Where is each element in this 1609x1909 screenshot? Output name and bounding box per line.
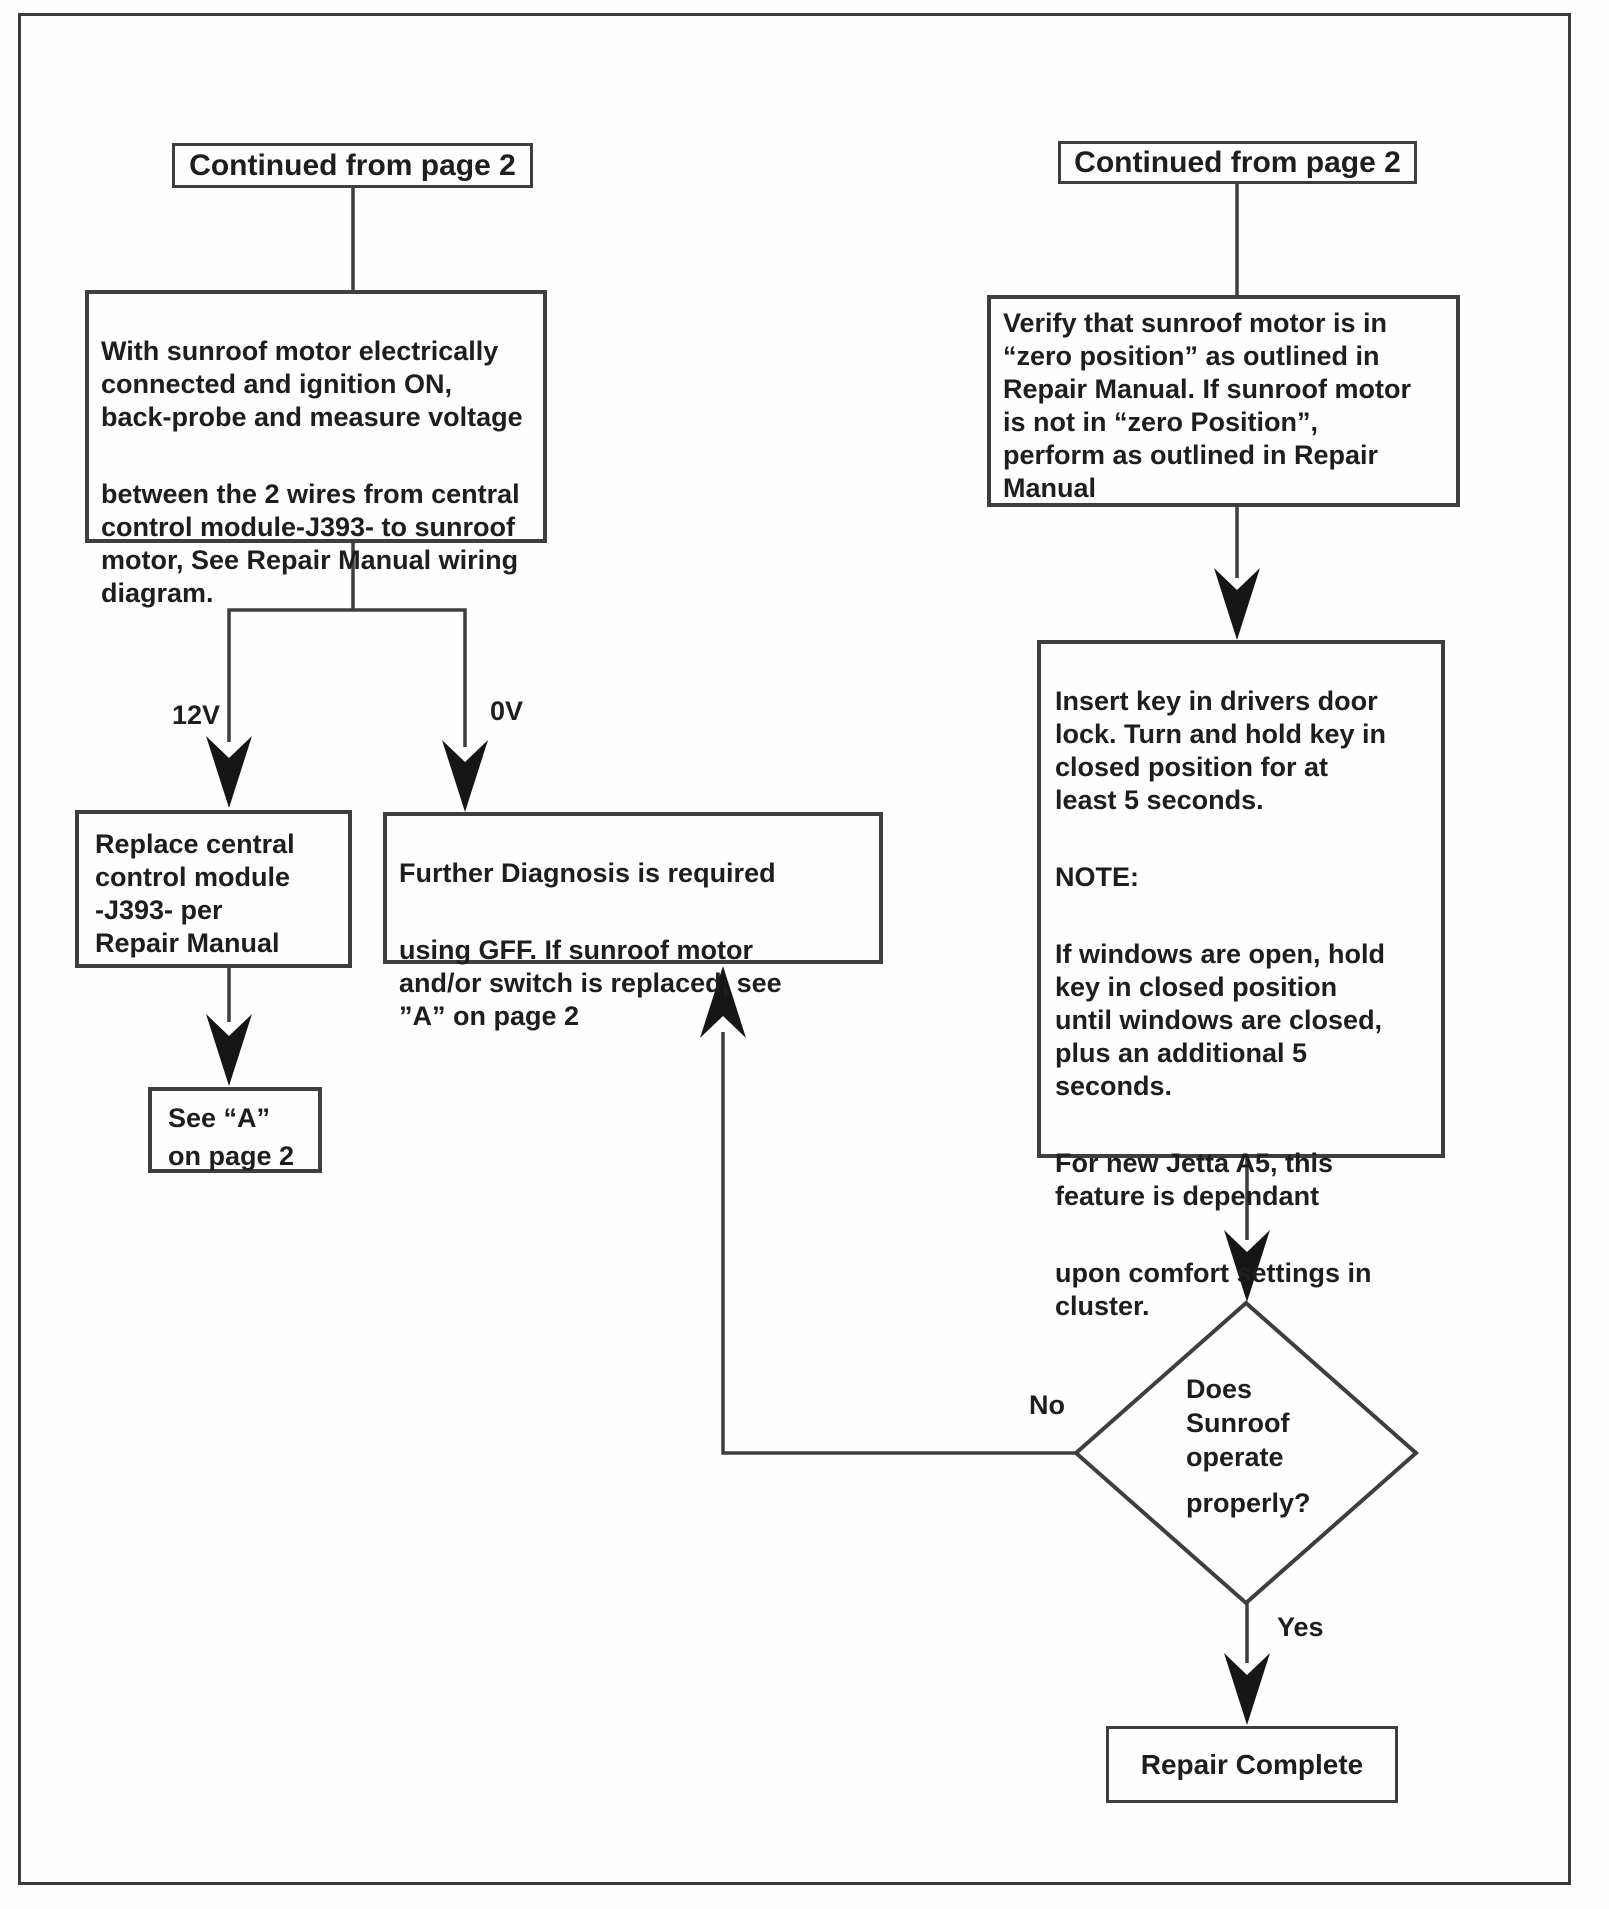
branch-label-12v: 12V xyxy=(171,700,220,730)
repair-complete-box: Repair Complete xyxy=(1106,1726,1398,1803)
decision-question-part-2: properly? xyxy=(1186,1488,1311,1518)
verify-zero-position-box: Verify that sunroof motor is in “zero po… xyxy=(987,295,1460,507)
further-diagnosis-paragraph-2: using GFF. If sunroof motor and/or switc… xyxy=(399,935,782,1031)
connector-branch-split xyxy=(227,608,467,747)
branch-label-0v: 0V xyxy=(490,696,524,726)
yes-branch-label: Yes xyxy=(1277,1612,1324,1642)
insert-key-door-lock-box: Insert key in drivers door lock. Turn an… xyxy=(1037,640,1445,1321)
arrowhead-insert-down xyxy=(1214,568,1260,640)
arrowhead-diamond-down xyxy=(1224,1230,1270,1302)
decision-diamond xyxy=(1072,1300,1420,1606)
arrowhead-12v-down xyxy=(206,736,252,808)
arrowhead-repair-down xyxy=(1224,1653,1270,1725)
insert-key-paragraph-5: upon comfort settings in cluster. xyxy=(1055,1258,1372,1321)
no-branch-label: No xyxy=(1029,1390,1065,1420)
see-a-on-page2-box: See “A” on page 2 xyxy=(148,1087,322,1173)
connector-no-feedback xyxy=(721,1032,1076,1455)
insert-key-paragraph-4: For new Jetta A5, this feature is depend… xyxy=(1055,1148,1334,1211)
insert-key-paragraph-3: If windows are open, hold key in closed … xyxy=(1055,939,1386,1101)
continued-from-page2-box-right: Continued from page 2 xyxy=(1058,141,1417,184)
continued-from-page2-box-left: Continued from page 2 xyxy=(172,143,533,188)
decision-diamond-question: Does Sunroof operate properly? xyxy=(1186,1372,1396,1520)
arrowhead-feedback-up xyxy=(700,966,746,1038)
arrowhead-0v-down xyxy=(442,740,488,812)
further-diagnosis-box: Further Diagnosis is required using GFF.… xyxy=(383,812,883,1031)
replace-central-control-module-box: Replace central control module -J393- pe… xyxy=(75,810,352,968)
insert-key-note-heading: NOTE: xyxy=(1055,862,1139,892)
measure-voltage-paragraph-1: With sunroof motor electrically connecte… xyxy=(101,336,523,432)
measure-voltage-paragraph-2: between the 2 wires from central control… xyxy=(101,479,520,608)
insert-key-paragraph-1: Insert key in drivers door lock. Turn an… xyxy=(1055,686,1387,815)
measure-voltage-process-box: With sunroof motor electrically connecte… xyxy=(85,290,547,608)
further-diagnosis-paragraph-1: Further Diagnosis is required xyxy=(399,858,776,888)
arrowhead-seea-down xyxy=(206,1014,252,1086)
decision-question-part-1: Does Sunroof operate xyxy=(1186,1374,1290,1472)
